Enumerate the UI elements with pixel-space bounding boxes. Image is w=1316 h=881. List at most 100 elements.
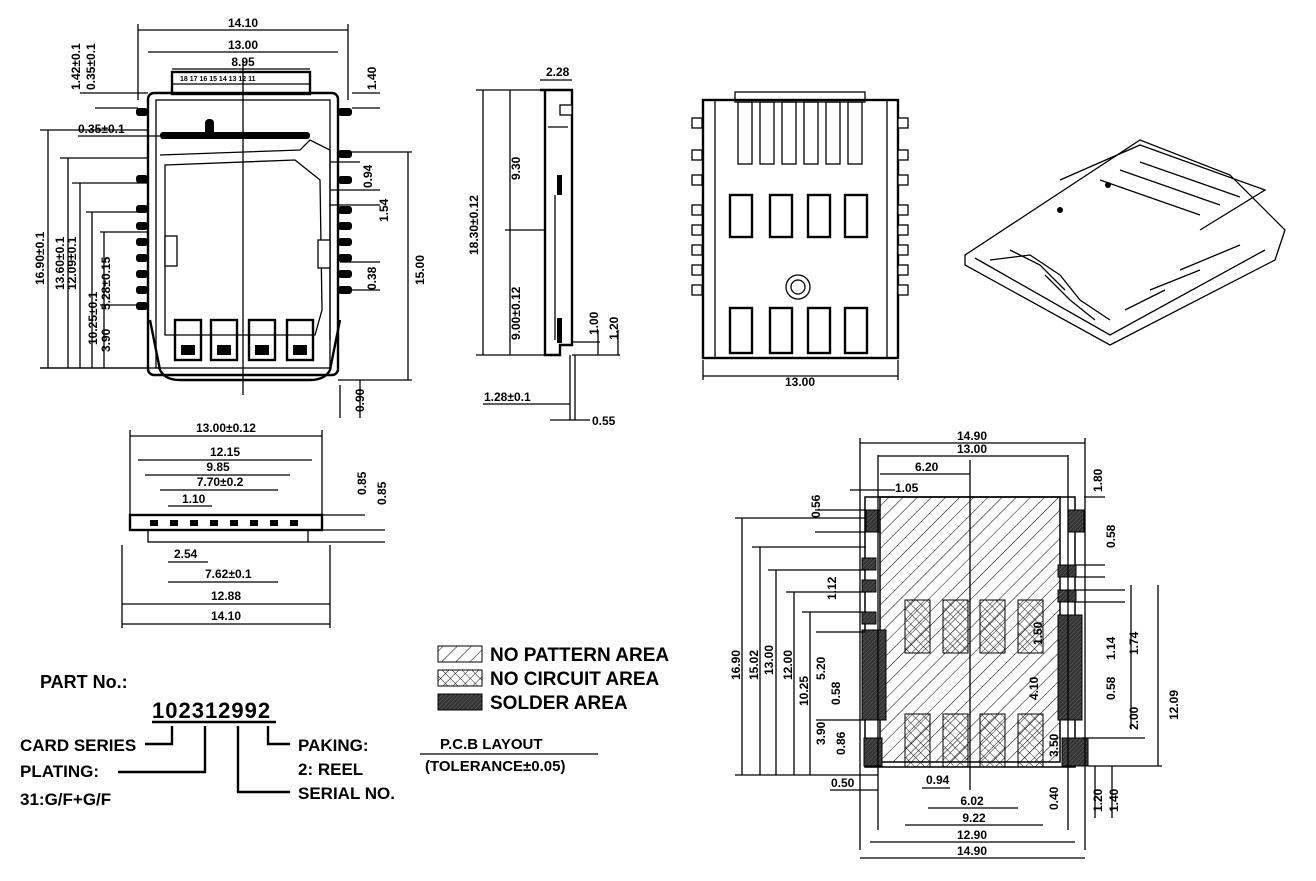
svg-text:1.10: 1.10 <box>182 492 206 506</box>
bottom-contacts-bottom <box>728 306 869 355</box>
svg-text:1.20: 1.20 <box>607 316 621 340</box>
svg-text:13.60±0.1: 13.60±0.1 <box>53 236 67 290</box>
svg-text:0.56: 0.56 <box>809 494 823 518</box>
svg-text:9.22: 9.22 <box>962 811 986 825</box>
svg-text:14.10: 14.10 <box>211 609 241 623</box>
paking-label: PAKING: <box>298 736 369 755</box>
svg-text:13.00: 13.00 <box>957 442 987 456</box>
svg-text:14.10: 14.10 <box>228 16 258 30</box>
pcb-title: P.C.B LAYOUT <box>440 736 543 753</box>
part-number: 102312992 <box>152 698 272 723</box>
pcb-layout: 14.90 13.00 6.20 1.05 0.56 1.80 0.58 1.5… <box>729 429 1181 859</box>
svg-text:18 17 16 15 14 13 12 11: 18 17 16 15 14 13 12 11 <box>180 76 256 83</box>
svg-text:0.94: 0.94 <box>361 164 375 188</box>
bottom-contacts <box>173 318 315 362</box>
svg-text:12.09: 12.09 <box>1167 690 1181 720</box>
svg-text:0.50: 0.50 <box>831 776 855 790</box>
svg-text:0.58: 0.58 <box>1104 524 1118 548</box>
svg-text:12.15: 12.15 <box>210 445 240 459</box>
pcb-no-circuit-pads <box>904 599 1044 768</box>
bottom-side-pads <box>691 117 909 296</box>
svg-text:6.02: 6.02 <box>960 794 984 808</box>
pcb-dimensions: 14.90 13.00 6.20 1.05 0.56 1.80 0.58 1.5… <box>729 429 1181 859</box>
front-view-dimensions: 13.00±0.12 12.15 9.85 7.70±0.2 1.10 2.54… <box>121 421 389 628</box>
svg-text:5.28±0.15: 5.28±0.15 <box>99 256 113 310</box>
plating-code: 31:G/F+G/F <box>20 790 112 809</box>
svg-text:1.54: 1.54 <box>377 198 391 222</box>
svg-text:12.00: 12.00 <box>781 650 795 680</box>
svg-text:1.40: 1.40 <box>1107 788 1121 812</box>
svg-text:1.28±0.1: 1.28±0.1 <box>484 390 531 404</box>
svg-text:0.55: 0.55 <box>592 414 616 428</box>
svg-text:10.25±0.1: 10.25±0.1 <box>86 291 100 345</box>
svg-text:9.00±0.12: 9.00±0.12 <box>509 286 523 340</box>
top-view: 18 17 16 15 14 13 12 11 14.10 13.00 8.95… <box>33 16 427 418</box>
svg-text:9.85: 9.85 <box>206 460 230 474</box>
svg-text:0.38: 0.38 <box>365 266 379 290</box>
top-view-dimensions: 14.10 13.00 8.95 1.42±0.1 0.35±0.1 0.35±… <box>33 16 427 418</box>
svg-text:12.88: 12.88 <box>211 589 241 603</box>
bottom-view: 13.00 <box>691 91 909 389</box>
paking-code: 2: REEL <box>298 760 364 779</box>
svg-text:1.20: 1.20 <box>1091 788 1105 812</box>
svg-text:1.05: 1.05 <box>895 481 919 495</box>
svg-text:13.00±0.12: 13.00±0.12 <box>196 421 256 435</box>
legend-no-circuit: NO CIRCUIT AREA <box>490 669 660 690</box>
svg-text:9.30: 9.30 <box>509 156 523 180</box>
svg-text:1.80: 1.80 <box>1091 468 1105 492</box>
svg-text:1.14: 1.14 <box>1104 636 1118 660</box>
front-pins <box>150 520 298 526</box>
pcb-tolerance: (TOLERANCE±0.05) <box>425 758 565 775</box>
svg-text:3.90: 3.90 <box>99 328 113 352</box>
svg-text:16.90: 16.90 <box>729 650 743 680</box>
svg-text:0.85: 0.85 <box>375 481 389 505</box>
svg-text:0.94: 0.94 <box>926 773 950 787</box>
left-pins <box>136 108 178 310</box>
svg-text:0.40: 0.40 <box>1047 786 1061 810</box>
svg-text:0.86: 0.86 <box>834 731 848 755</box>
svg-text:1.00: 1.00 <box>587 311 601 335</box>
svg-text:1.42±0.1: 1.42±0.1 <box>69 43 83 90</box>
svg-text:12.90: 12.90 <box>957 828 987 842</box>
card-series-label: CARD SERIES <box>20 736 137 755</box>
svg-text:1.12: 1.12 <box>825 576 839 600</box>
svg-text:13.00: 13.00 <box>785 375 815 389</box>
svg-text:0.85: 0.85 <box>355 471 369 495</box>
svg-text:2.00: 2.00 <box>1127 706 1141 730</box>
svg-text:0.58: 0.58 <box>829 681 843 705</box>
svg-text:1.50: 1.50 <box>1031 621 1045 645</box>
serial-label: SERIAL NO. <box>298 784 395 803</box>
svg-text:15.02: 15.02 <box>747 650 761 680</box>
svg-text:7.70±0.2: 7.70±0.2 <box>197 475 244 489</box>
svg-text:13.00: 13.00 <box>762 645 776 675</box>
svg-text:18.30±0.12: 18.30±0.12 <box>467 195 481 255</box>
svg-text:2.28: 2.28 <box>546 65 570 79</box>
svg-text:12.09±0.1: 12.09±0.1 <box>65 236 79 290</box>
svg-text:7.62±0.1: 7.62±0.1 <box>205 567 252 581</box>
svg-text:1.74: 1.74 <box>1127 631 1141 655</box>
isometric-view <box>964 139 1286 346</box>
svg-text:6.20: 6.20 <box>915 460 939 474</box>
bottom-contacts-top <box>728 193 869 239</box>
svg-text:2.54: 2.54 <box>174 547 198 561</box>
svg-text:0.35±0.1: 0.35±0.1 <box>78 122 125 136</box>
legend-solder: SOLDER AREA <box>490 693 628 714</box>
svg-text:8.95: 8.95 <box>231 55 255 69</box>
svg-text:14.90: 14.90 <box>957 429 987 443</box>
side-view-dimensions: 2.28 18.30±0.12 9.30 9.00±0.12 1.00 1.20… <box>467 65 621 428</box>
legend-no-pattern: NO PATTERN AREA <box>490 645 669 666</box>
bottom-slot-fingers <box>737 101 863 165</box>
svg-text:14.90: 14.90 <box>957 844 987 858</box>
svg-text:0.35±0.1: 0.35±0.1 <box>84 43 98 90</box>
svg-text:3.90: 3.90 <box>814 721 828 745</box>
front-view: 13.00±0.12 12.15 9.85 7.70±0.2 1.10 2.54… <box>121 421 389 628</box>
svg-text:3.50: 3.50 <box>1047 733 1061 757</box>
plating-label: PLATING: <box>20 762 100 781</box>
svg-text:0.90: 0.90 <box>353 388 367 412</box>
svg-text:10.25: 10.25 <box>797 676 811 706</box>
svg-text:1.40: 1.40 <box>365 66 379 90</box>
svg-text:16.90±0.1: 16.90±0.1 <box>33 231 47 285</box>
part-number-block <box>118 720 290 794</box>
svg-text:0.58: 0.58 <box>1104 676 1118 700</box>
